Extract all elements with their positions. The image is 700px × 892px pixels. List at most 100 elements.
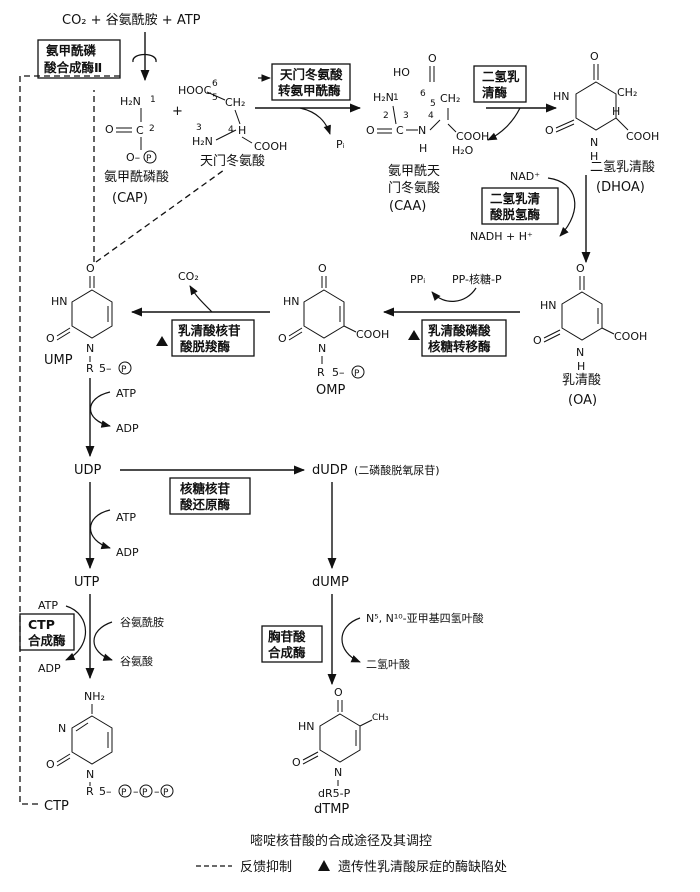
svg-text:5: 5 (212, 93, 218, 103)
svg-text:清酶: 清酶 (482, 85, 508, 100)
svg-text:HN: HN (51, 295, 68, 308)
svg-text:H₂N: H₂N (373, 91, 394, 104)
svg-text:O: O (318, 262, 327, 275)
cap-name: 氨甲酰磷酸 (104, 170, 169, 185)
caa-name-l2: 门冬氨酸 (388, 180, 440, 196)
svg-text:N: N (418, 124, 426, 137)
dudp-name: (二磷酸脱氧尿苷) (354, 463, 440, 477)
atp-adp-curve-2 (90, 509, 111, 550)
cap-structure: H₂N 1 O C 2 O– P (105, 95, 157, 164)
h2o-release-curve (487, 107, 521, 141)
svg-text:2: 2 (149, 124, 155, 134)
svg-text:二氢乳清: 二氢乳清 (490, 191, 541, 206)
glu-label: 谷氨酸 (120, 654, 153, 668)
svg-text:C: C (396, 124, 404, 137)
pi-label: Pᵢ (336, 138, 345, 151)
svg-text:HOOC: HOOC (178, 84, 212, 97)
dhoa-abbr: (DHOA) (596, 180, 645, 195)
svg-text:COOH: COOH (456, 130, 489, 143)
ppi-label: PPᵢ (410, 273, 425, 286)
svg-text:HN: HN (553, 90, 570, 103)
svg-text:O: O (278, 332, 287, 345)
svg-text:CH₂: CH₂ (617, 86, 637, 99)
svg-text:N: N (334, 766, 342, 779)
oa-structure: O HN O N H COOH (533, 262, 647, 373)
ump-label: UMP (44, 353, 73, 368)
h2o-label: H₂O (452, 144, 474, 157)
svg-text:酸脱羧酶: 酸脱羧酶 (180, 339, 231, 354)
utp-label: UTP (74, 575, 99, 590)
co2-label: CO₂ (178, 270, 199, 283)
enzyme-oprt: 乳清酸磷酸 核糖转移酶 (408, 319, 507, 357)
svg-text:H: H (238, 124, 246, 137)
ctp-label: CTP (44, 799, 69, 814)
svg-text:O: O (533, 334, 542, 347)
omp-structure: O HN O N COOH R 5– P (278, 262, 389, 379)
svg-text:R: R (86, 362, 94, 375)
pi-release-curve (299, 107, 331, 135)
svg-text:O: O (334, 686, 343, 699)
svg-text:O: O (545, 124, 554, 137)
ctp-structure: NH₂ N O N R 5– P – P – P (46, 690, 174, 798)
prpp-curve (431, 287, 477, 302)
top-reactants: CO₂ + 谷氨酰胺 + ATP (62, 13, 201, 28)
svg-text:5–: 5– (99, 785, 112, 798)
enzyme-ts: 胸苷酸 合成酶 (261, 625, 323, 663)
svg-text:核糖转移酶: 核糖转移酶 (428, 339, 491, 354)
svg-text:3: 3 (403, 111, 409, 121)
udp-label: UDP (74, 463, 102, 478)
enzyme-dhoase: 二氢乳 清酶 (473, 65, 527, 103)
adp-label-1: ADP (116, 422, 139, 435)
svg-text:R: R (86, 785, 94, 798)
svg-text:CTP: CTP (28, 617, 55, 632)
svg-text:2: 2 (383, 111, 389, 121)
svg-text:4: 4 (428, 111, 434, 121)
svg-text:乳清酸磷酸: 乳清酸磷酸 (428, 323, 491, 338)
omp-label: OMP (316, 383, 345, 398)
oa-abbr: (OA) (568, 393, 597, 408)
caa-name-l1: 氨甲酰天 (388, 164, 440, 179)
svg-text:6: 6 (420, 89, 426, 99)
asp-name: 天门冬氨酸 (200, 153, 265, 169)
svg-text:H: H (419, 142, 427, 155)
svg-text:N: N (86, 768, 94, 781)
dtmp-structure: O CH₃ HN O N (292, 686, 389, 786)
svg-text:合成酶: 合成酶 (28, 633, 66, 648)
enzyme-ctps: CTP 合成酶 (19, 613, 75, 651)
adp-label-3: ADP (38, 662, 61, 675)
svg-text:二氢乳: 二氢乳 (482, 69, 520, 84)
svg-text:H: H (612, 105, 620, 118)
dtmp-label: dTMP (314, 802, 349, 817)
svg-text:NH₂: NH₂ (84, 690, 105, 703)
svg-text:P: P (121, 365, 127, 375)
svg-text:COOH: COOH (626, 130, 659, 143)
svg-text:O: O (46, 332, 55, 345)
enzyme-dhodh: 二氢乳清 酸脱氢酶 (481, 187, 559, 225)
atp-label-3: ATP (38, 599, 58, 612)
feedback-inhibition-lines (19, 75, 225, 805)
cap-abbr: (CAP) (112, 191, 148, 206)
svg-text:P: P (163, 788, 169, 798)
dump-label: dUMP (312, 575, 349, 590)
svg-text:–: – (154, 785, 160, 798)
svg-text:N: N (590, 136, 598, 149)
atp-label-1: ATP (116, 387, 136, 400)
svg-text:5: 5 (430, 99, 436, 109)
asp-structure: HOOC 6 5 CH₂ 4 3 H₂N H COOH (178, 79, 287, 153)
gln-glu-curve (93, 621, 113, 661)
svg-text:P: P (354, 369, 360, 379)
svg-text:O: O (105, 123, 114, 136)
svg-text:O: O (292, 756, 301, 769)
svg-text:N: N (318, 342, 326, 355)
plus-sign: + (172, 104, 183, 119)
svg-text:COOH: COOH (356, 328, 389, 341)
figure-caption: 嘧啶核苷酸的合成途径及其调控 (250, 833, 432, 849)
dhoa-structure: O HN CH₂ H O N H COOH (545, 50, 659, 163)
legend-dashed-label: 反馈抑制 (240, 860, 292, 875)
svg-text:O: O (366, 124, 375, 137)
svg-text:5–: 5– (332, 366, 345, 379)
svg-text:P: P (146, 154, 152, 164)
dr5p-label: dR5-P (318, 787, 351, 800)
caa-structure: HO O H₂N 1 6 5 CH₂ 2 3 4 O C N COOH H (366, 52, 489, 155)
